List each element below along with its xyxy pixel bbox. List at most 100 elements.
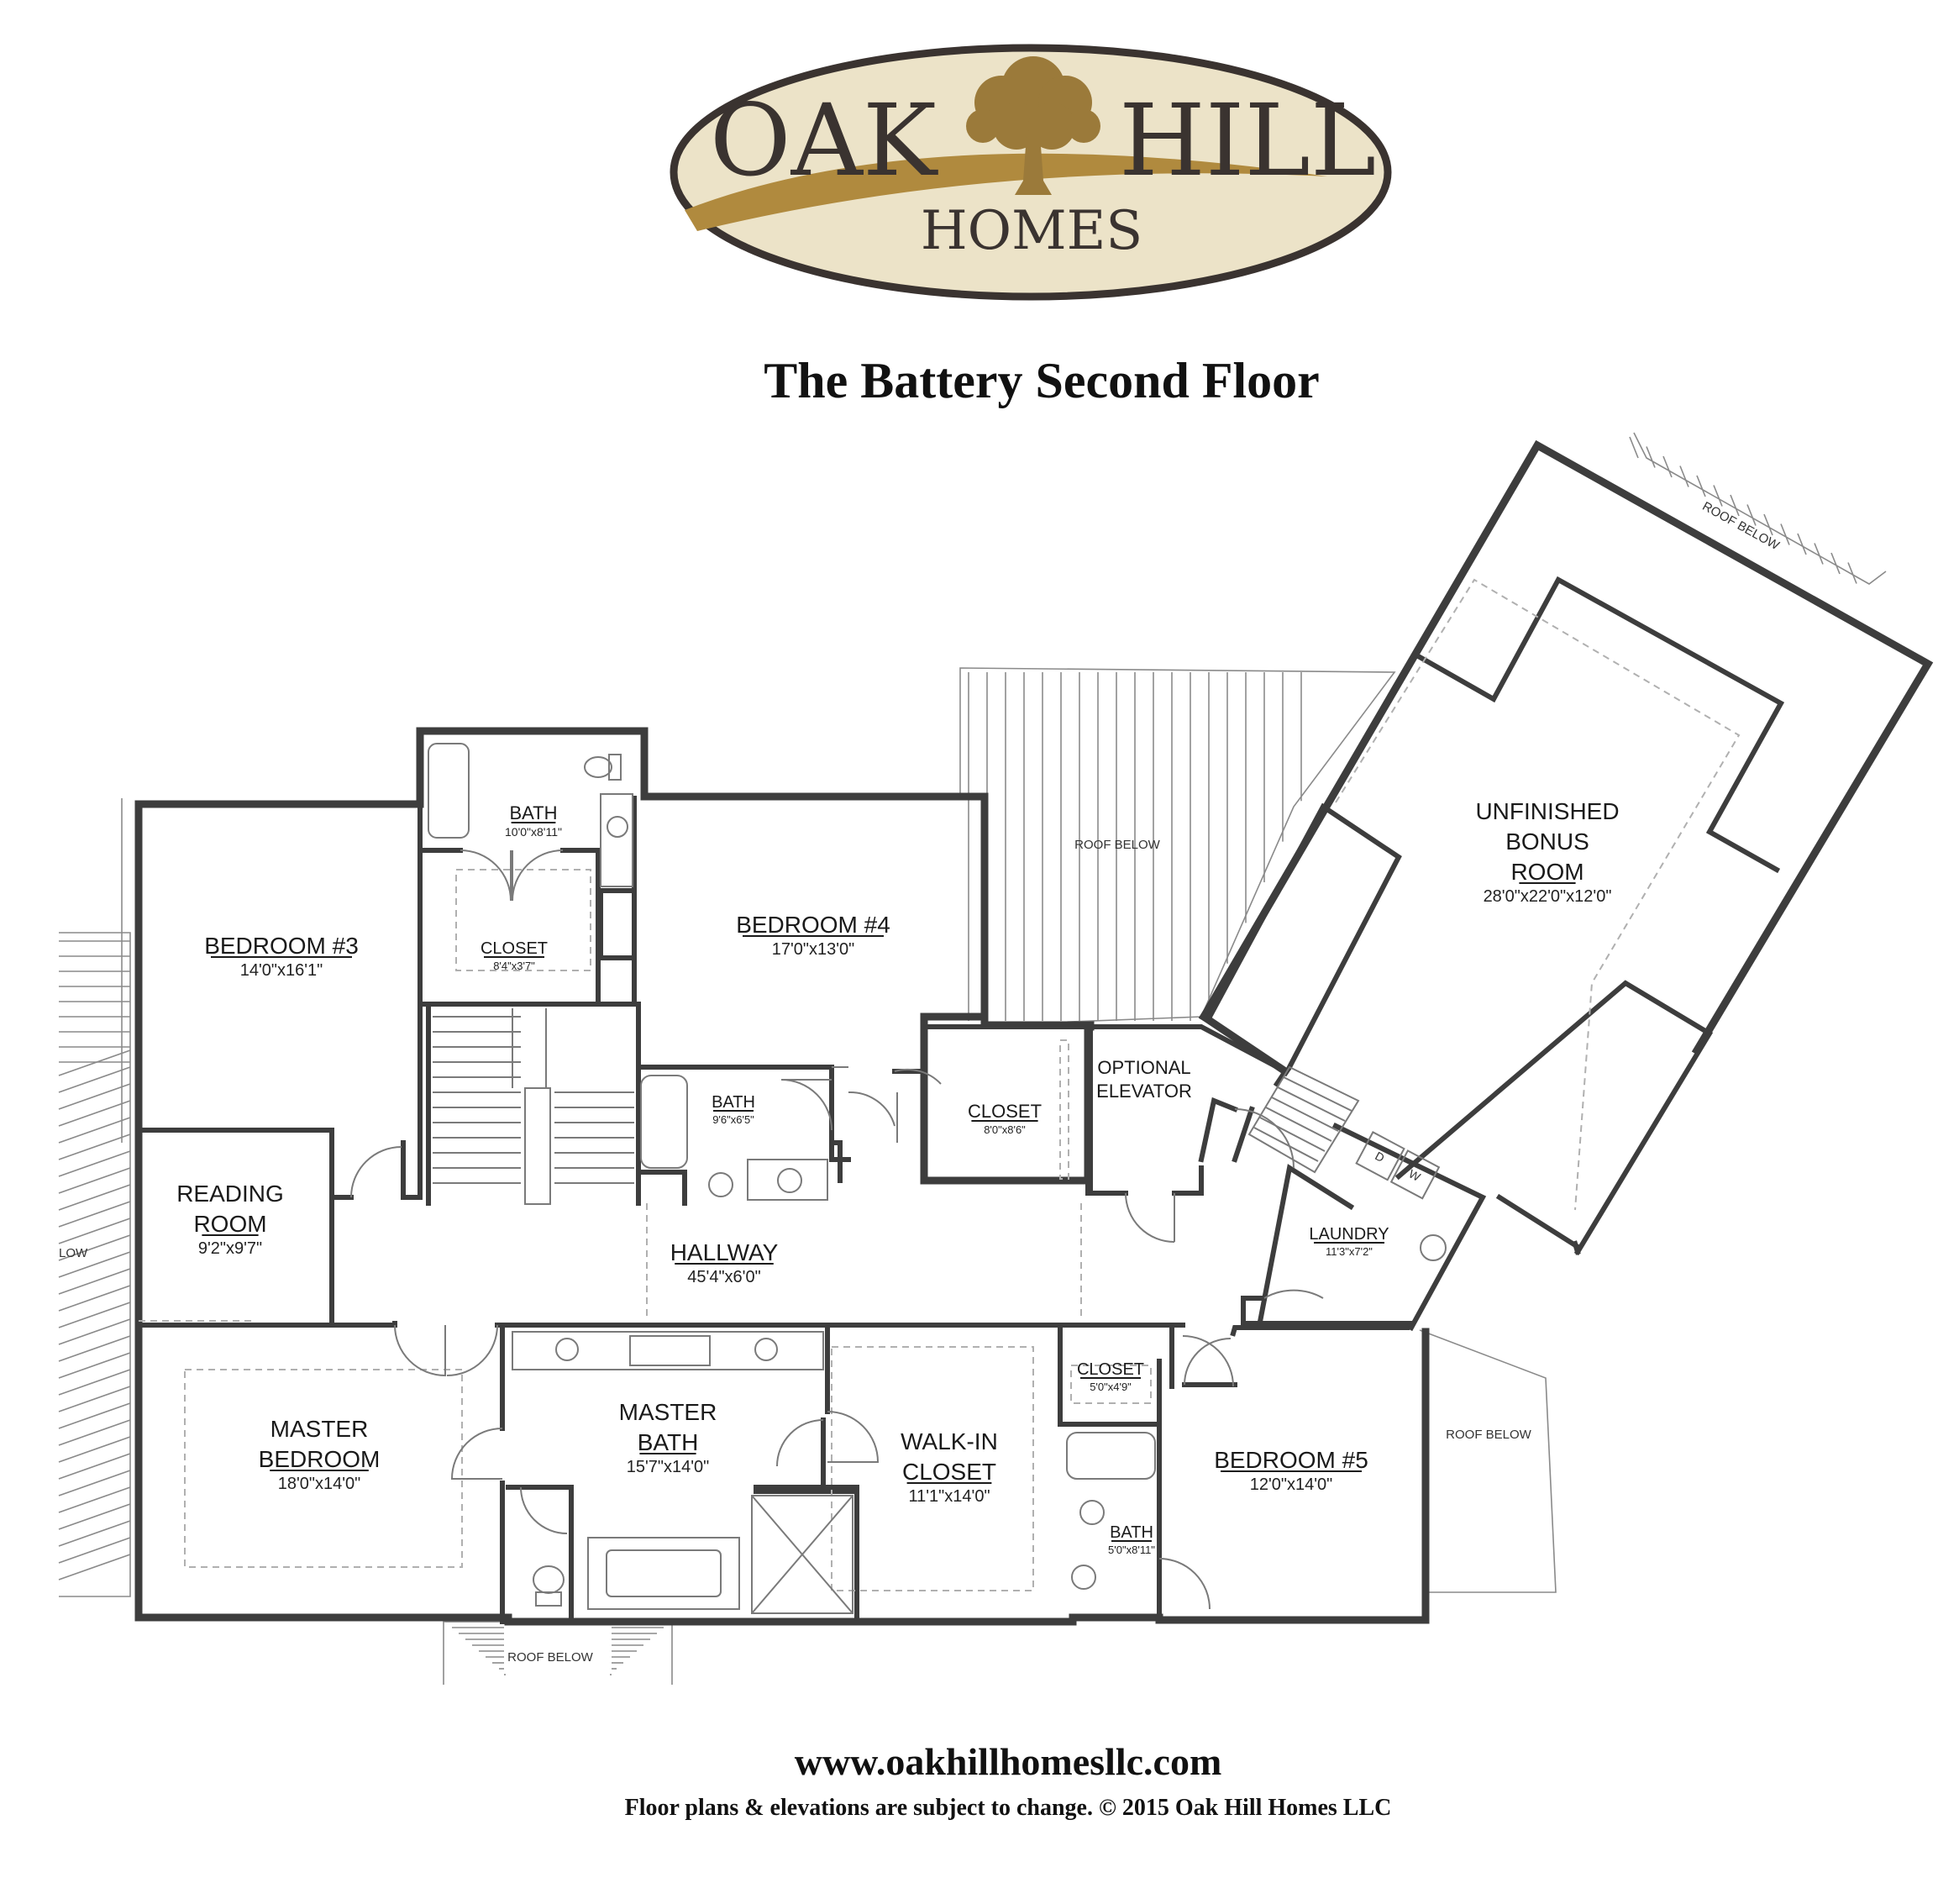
oak-tree-icon bbox=[966, 56, 1100, 195]
room-name-line: WALK-IN bbox=[901, 1428, 998, 1454]
room-reading-room: READING ROOM 9'2"x9'7" bbox=[176, 1181, 284, 1258]
room-dimension: 5'0"x8'11" bbox=[1108, 1544, 1155, 1556]
room-name-line: BATH bbox=[1110, 1523, 1153, 1542]
room-master-bedroom: MASTER BEDROOM 18'0"x14'0" bbox=[259, 1416, 381, 1493]
room-dimension: 9'2"x9'7" bbox=[198, 1239, 262, 1258]
room-name-line: BATH bbox=[509, 802, 557, 823]
room-bedroom4: BEDROOM #4 17'0"x13'0" bbox=[736, 912, 890, 959]
room-dimension: 14'0"x16'1" bbox=[240, 961, 323, 980]
roof-middle-hatch bbox=[959, 667, 1396, 1026]
ceiling-dashed-lines bbox=[139, 578, 1741, 1591]
vanity-icon bbox=[600, 793, 633, 887]
room-dimension: 11'3"x7'2" bbox=[1326, 1245, 1373, 1258]
bathtub-icon bbox=[1066, 1432, 1156, 1480]
bathtub-icon bbox=[640, 1075, 688, 1169]
attic-stair bbox=[1247, 1065, 1360, 1174]
logo-word-oak: OAK bbox=[710, 82, 938, 198]
washer-dryer-icon: D W bbox=[1355, 1131, 1441, 1200]
room-master-bath: MASTER BATH 15'7"x14'0" bbox=[619, 1399, 717, 1476]
roof-left-hatch bbox=[58, 798, 131, 1597]
room-hallway: HALLWAY 45'4"x6'0" bbox=[670, 1239, 779, 1286]
room-walk-in-closet: WALK-IN CLOSET 11'1"x14'0" bbox=[901, 1428, 998, 1506]
logo-word-hill: HILL bbox=[1119, 82, 1376, 198]
sink-icon bbox=[754, 1338, 778, 1361]
room-name-line: ROOM bbox=[193, 1211, 266, 1237]
room-name-line: BEDROOM #5 bbox=[1214, 1447, 1368, 1473]
room-name-line: BATH bbox=[712, 1093, 755, 1112]
room-bedroom3: BEDROOM #3 14'0"x16'1" bbox=[204, 933, 359, 980]
room-name-line: CLOSET bbox=[968, 1101, 1042, 1122]
room-name-line: BONUS bbox=[1505, 828, 1589, 855]
website-text: www.oakhillhomesllc.com bbox=[795, 1740, 1222, 1783]
toilet-icon bbox=[1079, 1500, 1105, 1525]
roof-right-outline bbox=[1419, 1329, 1557, 1593]
room-dimension: 12'0"x14'0" bbox=[1250, 1475, 1333, 1494]
interior-walls bbox=[136, 576, 1785, 1624]
room-name-line: BATH bbox=[638, 1429, 699, 1455]
room-closet-top: CLOSET 8'4"x3'7" bbox=[481, 939, 548, 972]
room-name-line: CLOSET bbox=[1077, 1360, 1144, 1379]
roof-label-middle: ROOF BELOW bbox=[1074, 838, 1161, 852]
roof-label-right: ROOF BELOW bbox=[1446, 1428, 1532, 1442]
room-name-line: CLOSET bbox=[902, 1459, 996, 1485]
room-name-line: ELEVATOR bbox=[1096, 1081, 1192, 1102]
room-bedroom5: BEDROOM #5 12'0"x14'0" bbox=[1214, 1447, 1368, 1494]
dryer-label: D bbox=[1373, 1149, 1386, 1165]
sink-icon bbox=[1071, 1565, 1096, 1590]
toilet-icon bbox=[708, 1172, 733, 1197]
room-dimension: 8'4"x3'7" bbox=[493, 960, 535, 972]
room-name-line: READING bbox=[176, 1181, 284, 1207]
room-dimension: 11'1"x14'0" bbox=[908, 1487, 990, 1506]
sink-icon bbox=[555, 1338, 579, 1361]
room-dimension: 15'7"x14'0" bbox=[627, 1458, 710, 1476]
logo-swoosh bbox=[685, 153, 1327, 231]
room-dimension: 28'0"x22'0"x12'0" bbox=[1484, 887, 1612, 906]
room-dimension: 18'0"x14'0" bbox=[278, 1475, 361, 1493]
roof-top-right-hatch bbox=[1629, 432, 1887, 585]
room-name-line: CLOSET bbox=[481, 939, 548, 958]
room-bonus-room: UNFINISHED BONUS ROOM 28'0"x22'0"x12'0" bbox=[1475, 798, 1619, 906]
shower-icon bbox=[751, 1495, 853, 1614]
room-name-line: BEDROOM bbox=[259, 1446, 381, 1472]
room-name-line: ROOM bbox=[1510, 859, 1583, 885]
staircase bbox=[433, 1008, 634, 1205]
toilet-icon bbox=[533, 1565, 565, 1594]
room-name-line: OPTIONAL bbox=[1097, 1057, 1190, 1078]
roof-below-hatching bbox=[58, 432, 1887, 1685]
sink-icon bbox=[607, 816, 628, 838]
room-optional-elevator: OPTIONAL ELEVATOR bbox=[1096, 1057, 1192, 1102]
laundry-sink-icon bbox=[1420, 1234, 1447, 1261]
room-dimension: 5'0"x4'9" bbox=[1090, 1381, 1132, 1393]
room-name-line: MASTER bbox=[619, 1399, 717, 1425]
sink-icon bbox=[777, 1168, 802, 1193]
room-name-line: UNFINISHED bbox=[1475, 798, 1619, 824]
plumbing-fixtures: D W bbox=[428, 743, 1447, 1614]
door-swings bbox=[350, 849, 1324, 1610]
toilet-icon bbox=[584, 756, 612, 778]
room-dimension: 45'4"x6'0" bbox=[687, 1268, 760, 1286]
logo-word-homes: HOMES bbox=[921, 200, 1142, 262]
room-name-line: BEDROOM #4 bbox=[736, 912, 890, 938]
roof-label-left-partial: LOW bbox=[59, 1246, 88, 1260]
room-name-line: BEDROOM #3 bbox=[204, 933, 359, 959]
room-dimension: 17'0"x13'0" bbox=[772, 940, 855, 959]
room-dimension: 8'0"x8'6" bbox=[984, 1123, 1026, 1136]
room-name-line: MASTER bbox=[270, 1416, 369, 1442]
room-name-line: HALLWAY bbox=[670, 1239, 779, 1265]
room-dimension: 9'6"x6'5" bbox=[712, 1113, 754, 1126]
disclaimer-text: Floor plans & elevations are subject to … bbox=[625, 1795, 1392, 1821]
plan-title: The Battery Second Floor bbox=[764, 353, 1320, 408]
vanity-icon bbox=[512, 1331, 824, 1370]
room-closet-small: CLOSET 5'0"x4'9" bbox=[1077, 1360, 1144, 1393]
room-bath-small: BATH 5'0"x8'11" bbox=[1108, 1523, 1155, 1556]
oak-hill-homes-logo: OAK HILL HOMES bbox=[670, 44, 1392, 301]
vanity-icon bbox=[747, 1159, 828, 1201]
roof-label-bottom: ROOF BELOW bbox=[507, 1650, 594, 1665]
